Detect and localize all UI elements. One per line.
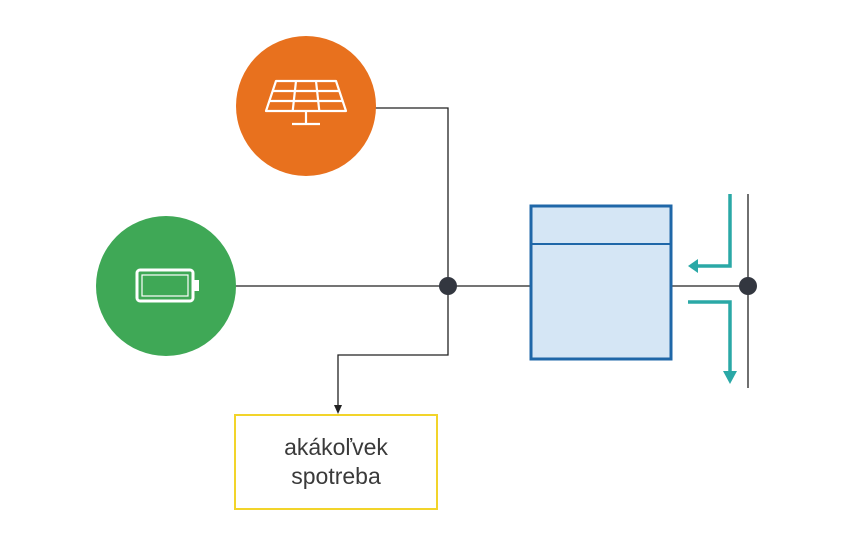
consumer-label-line1: akákoľvek [284,434,388,460]
battery-source [96,216,236,356]
solar-panel-icon [264,79,348,126]
junction-node [439,277,457,295]
solar-wire [374,107,449,286]
consumer-wire [334,286,449,414]
inverter-unit [529,204,673,361]
battery-icon [135,268,199,303]
grid-node [739,277,757,295]
solar-circle [236,36,376,176]
consumer-box: akákoľvek spotreba [234,414,438,510]
battery-circle [96,216,236,356]
grid-export-arrow [688,300,732,372]
consumer-label-line2: spotreba [291,463,381,489]
solar-source [236,36,376,176]
grid-flow-arrows [688,194,737,384]
grid-import-arrow [696,194,732,268]
